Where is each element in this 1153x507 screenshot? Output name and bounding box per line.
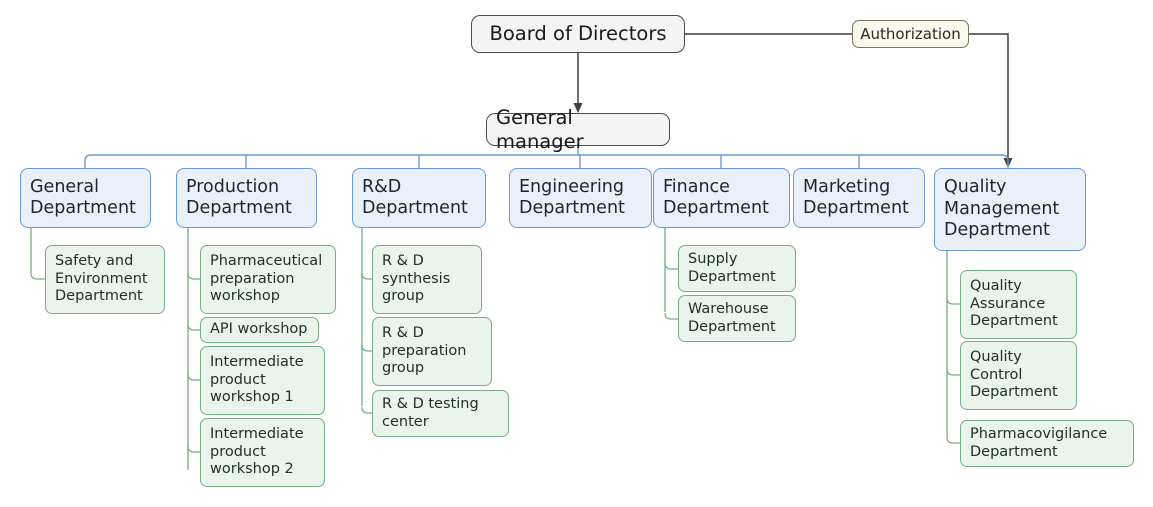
edge-qmd-to-pharmacovigilance-department xyxy=(946,436,960,444)
node-rd-testing-center[interactable]: R & D testing center xyxy=(372,390,509,437)
edge-production-to-intermediate-product-workshop-2 xyxy=(187,445,200,453)
node-quality-assurance-department[interactable]: Quality Assurance Department xyxy=(960,270,1077,339)
edge-production-to-pharmaceutical-preparation-workshop xyxy=(187,272,200,280)
node-marketing-department[interactable]: Marketing Department xyxy=(793,168,925,228)
node-engineering-department[interactable]: Engineering Department xyxy=(509,168,652,228)
edge-authorization-to-quality-management xyxy=(969,33,1009,160)
node-intermediate-product-workshop-1[interactable]: Intermediate product workshop 1 xyxy=(200,346,325,415)
node-pharmaceutical-preparation-workshop[interactable]: Pharmaceutical preparation workshop xyxy=(200,245,336,314)
edge-general-department-spine xyxy=(30,228,45,280)
edge-authorization-arrowhead-icon xyxy=(1003,158,1013,168)
node-rd-department[interactable]: R&D Department xyxy=(352,168,486,228)
edge-production-to-api-workshop xyxy=(187,323,200,331)
node-supply-department[interactable]: Supply Department xyxy=(678,245,796,292)
edge-rd-to-synthesis-group xyxy=(361,272,372,280)
node-api-workshop[interactable]: API workshop xyxy=(200,317,319,343)
node-general-department[interactable]: General Department xyxy=(20,168,151,228)
node-warehouse-department[interactable]: Warehouse Department xyxy=(678,295,796,342)
node-authorization[interactable]: Authorization xyxy=(852,20,969,48)
node-general-manager[interactable]: General manager xyxy=(486,106,670,153)
node-quality-management-department[interactable]: Quality Management Department xyxy=(934,168,1086,251)
node-rd-preparation-group[interactable]: R & D preparation group xyxy=(372,317,492,386)
node-rd-synthesis-group[interactable]: R & D synthesis group xyxy=(372,245,482,314)
edge-qmd-to-quality-assurance-department xyxy=(946,297,960,305)
edge-finance-to-supply-department xyxy=(664,262,678,270)
node-pharmacovigilance-department[interactable]: Pharmacovigilance Department xyxy=(960,420,1134,467)
edge-rd-to-testing-center xyxy=(361,406,372,414)
edge-finance-to-warehouse-department xyxy=(664,312,678,320)
edge-department-bus xyxy=(84,154,1009,168)
edge-production-to-intermediate-product-workshop-1 xyxy=(187,373,200,381)
node-board-of-directors[interactable]: Board of Directors xyxy=(471,15,685,53)
node-quality-control-department[interactable]: Quality Control Department xyxy=(960,341,1077,410)
node-finance-department[interactable]: Finance Department xyxy=(653,168,790,228)
edge-rd-to-preparation-group xyxy=(361,344,372,352)
node-safety-and-environment-department[interactable]: Safety and Environment Department xyxy=(45,245,165,314)
node-intermediate-product-workshop-2[interactable]: Intermediate product workshop 2 xyxy=(200,418,325,487)
node-production-department[interactable]: Production Department xyxy=(176,168,317,228)
edge-qmd-to-quality-control-department xyxy=(946,368,960,376)
